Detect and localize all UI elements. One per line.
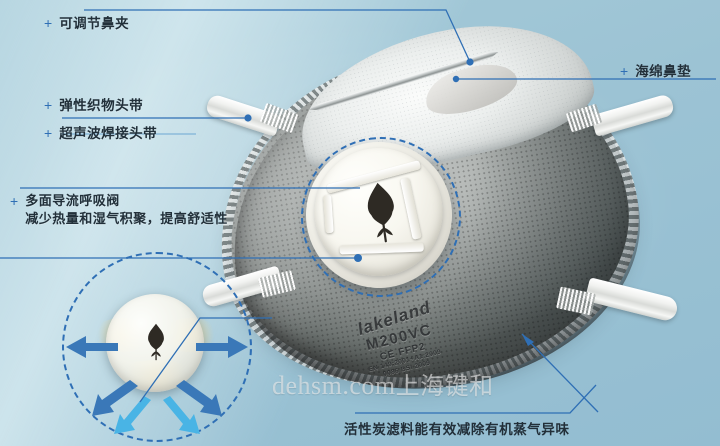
plus-marker-icon: + xyxy=(44,15,53,31)
leaf-emblem-icon xyxy=(367,182,394,243)
plus-marker-icon: + xyxy=(10,193,19,209)
plus-marker-icon: + xyxy=(44,97,53,113)
headband-strap-upper-right xyxy=(590,93,676,137)
caption-carbon-filter: 活性炭滤料能有效减除有机蒸气异味 xyxy=(344,422,570,437)
arrow-lower-left xyxy=(92,380,138,416)
callout-ultrasonic-headband[interactable]: + 超声波焊接头带 xyxy=(44,124,157,143)
callout-label-ultrasonic-headband: 超声波焊接头带 xyxy=(59,126,158,141)
arrow-lower-right xyxy=(176,380,222,416)
arrow-right xyxy=(196,336,248,358)
arrow-down-right-light xyxy=(163,396,200,434)
exhalation-valve-part xyxy=(296,132,462,298)
callout-label-nose-clip: 可调节鼻夹 xyxy=(59,16,130,31)
valve-cover xyxy=(306,139,451,285)
arrow-left xyxy=(66,336,118,358)
airflow-arrows xyxy=(66,336,248,434)
plus-marker-icon: + xyxy=(620,63,629,79)
valve-airflow-inset xyxy=(58,248,256,444)
respirator-mask-image: lakeland M200VC CE FFP2 EN 149:2001+A1:2… xyxy=(188,0,720,417)
callout-elastic-headband[interactable]: + 弹性织物头带 xyxy=(44,96,143,115)
callout-label-exhalation-valve: 多面导流呼吸阀 减少热量和湿气积聚，提高舒适性 xyxy=(25,193,228,226)
callout-nose-clip[interactable]: + 可调节鼻夹 xyxy=(44,14,129,33)
callout-label-elastic-headband: 弹性织物头带 xyxy=(59,98,144,113)
arrow-down-left-light xyxy=(114,396,151,434)
callout-sponge-nose-pad[interactable]: + 海绵鼻垫 xyxy=(620,62,691,81)
callout-label-sponge-nose-pad: 海绵鼻垫 xyxy=(635,64,692,79)
callout-exhalation-valve[interactable]: + 多面导流呼吸阀 减少热量和湿气积聚，提高舒适性 xyxy=(10,192,228,228)
plus-marker-icon: + xyxy=(44,125,53,141)
